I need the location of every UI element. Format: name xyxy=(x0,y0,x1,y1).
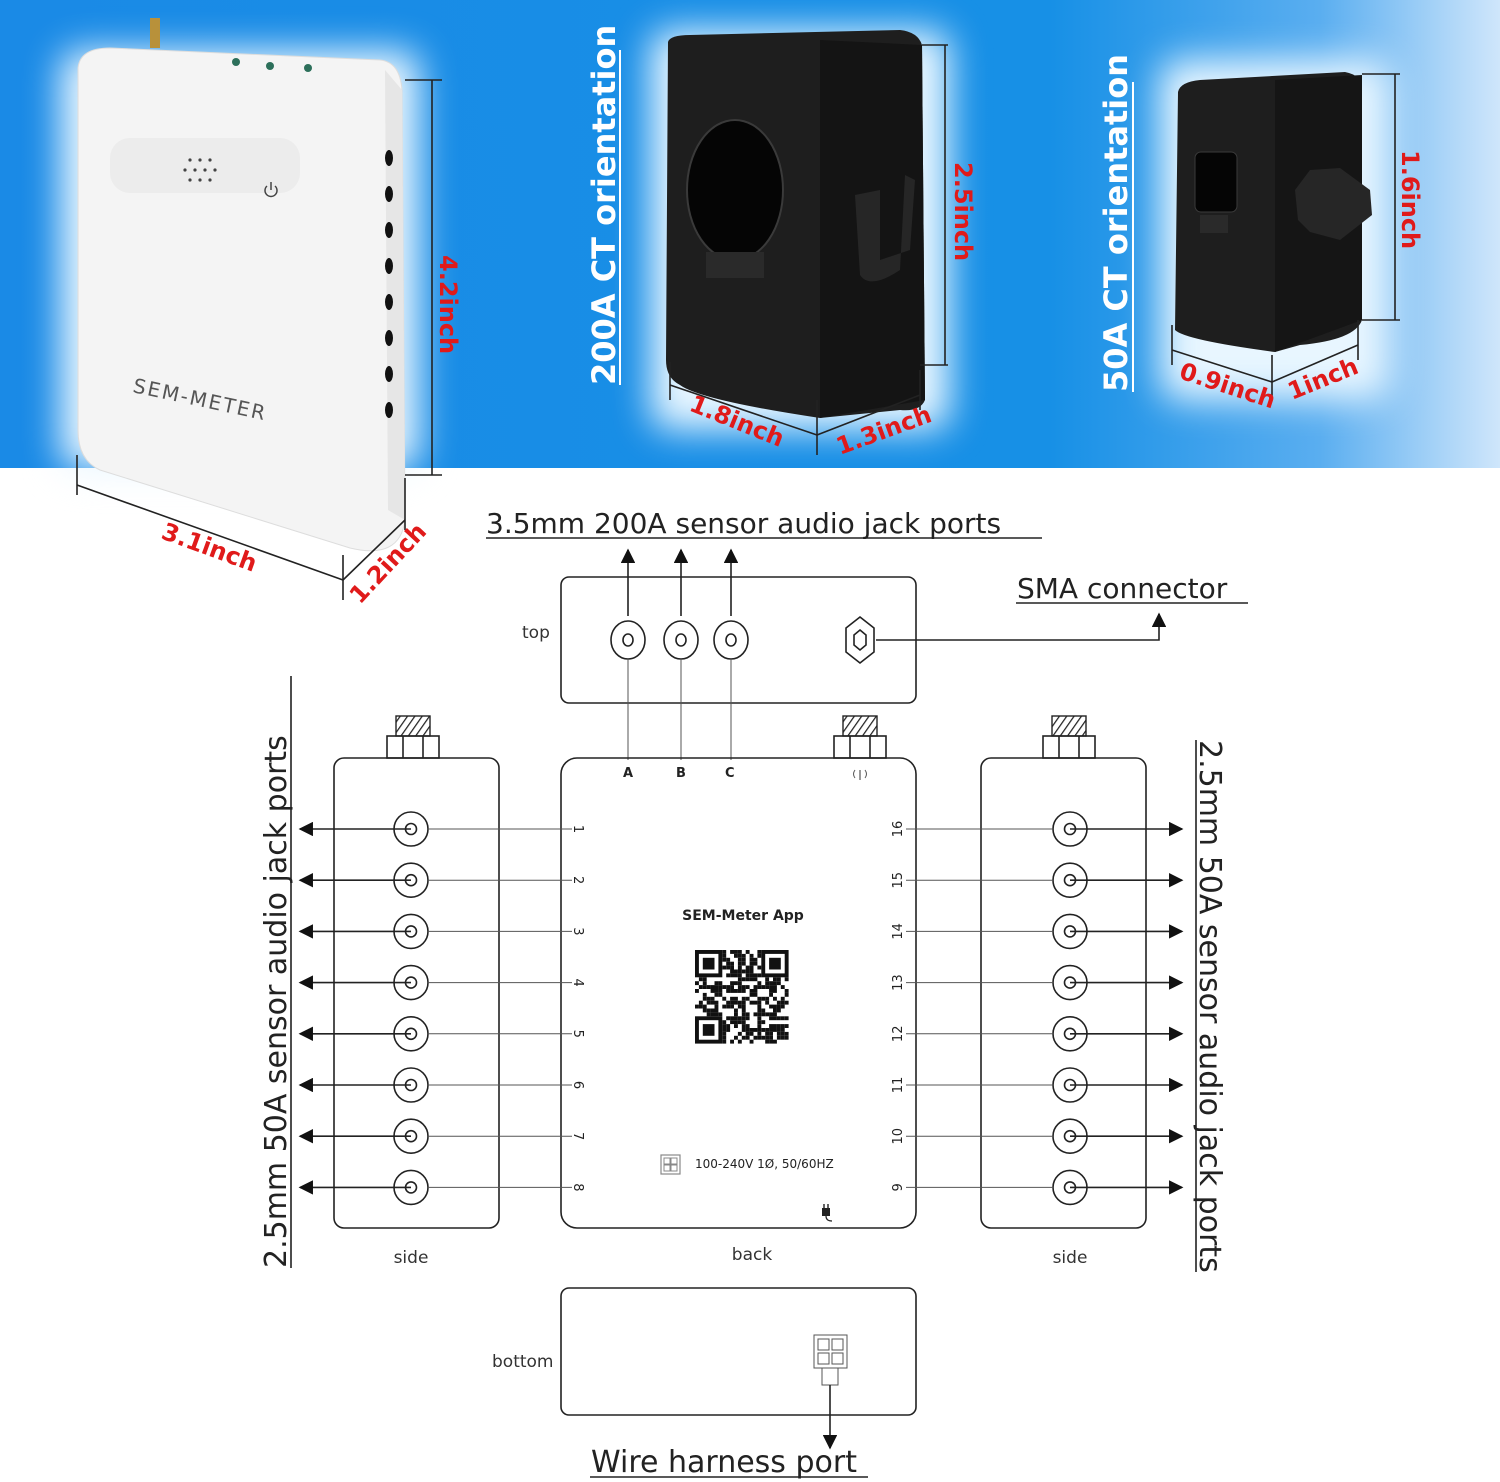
qr-code xyxy=(695,950,789,1044)
right-side-view: side 2.5mm 50A sensor audio jack ports xyxy=(906,715,1227,1273)
jack-label-a: A xyxy=(623,766,633,781)
app-label: SEM-Meter App xyxy=(682,908,804,924)
top-jack-b xyxy=(663,620,699,660)
power-plug-icon xyxy=(822,1204,833,1222)
ct-50a-width-dimension: 0.9inch xyxy=(1176,357,1279,414)
jack-label-c: C xyxy=(725,766,735,781)
ct-50a-height-dimension: 1.6inch xyxy=(1396,150,1424,249)
sma-hex-icon xyxy=(845,615,875,665)
power-spec: 100-240V 1Ø, 50/60HZ xyxy=(695,1157,834,1171)
speaker-grille-icon xyxy=(183,158,217,182)
certification-icon xyxy=(660,1154,681,1175)
ct-200a-title: 200A CT orientation xyxy=(585,25,623,385)
sma-antenna-connector xyxy=(150,18,160,48)
wifi-antenna-icon xyxy=(853,769,867,780)
channel-label: 4 xyxy=(570,978,585,986)
jack-label-b: B xyxy=(676,766,686,781)
device-photo: SEM-METER 4.2inch 3.1inch 1.2inch xyxy=(76,18,462,609)
device-height-dimension: 4.2inch xyxy=(434,255,462,354)
wire-harness-label: Wire harness port xyxy=(591,1445,857,1480)
top-jack-a xyxy=(610,620,646,660)
channel-label: 11 xyxy=(891,1077,906,1094)
channel-label: 16 xyxy=(891,821,906,838)
left-side-view: side 2.5mm 50A sensor audio jack ports xyxy=(259,676,572,1268)
channel-label: 14 xyxy=(891,923,906,940)
channel-label: 15 xyxy=(891,872,906,889)
right-ports-label: 2.5mm 50A sensor audio jack ports xyxy=(1192,740,1227,1273)
sma-connector-label: SMA connector xyxy=(1017,572,1228,605)
channel-label: 8 xyxy=(570,1183,585,1191)
view-label-side-right: side xyxy=(1053,1248,1088,1268)
top-view: 3.5mm 200A sensor audio jack ports SMA c… xyxy=(486,507,1248,760)
channel-label: 7 xyxy=(570,1132,585,1140)
ct-200a-height-dimension: 2.5inch xyxy=(949,162,977,261)
ct-50a-photo: 50A CT orientation 1.6inch 0.9inch 1inch xyxy=(1097,54,1424,414)
side-jack-holes xyxy=(385,150,393,418)
top-ports-label: 3.5mm 200A sensor audio jack ports xyxy=(486,507,1001,540)
view-label-bottom: bottom xyxy=(492,1352,553,1372)
channel-label: 13 xyxy=(891,974,906,991)
bottom-view: bottom Wire harness port xyxy=(492,1287,917,1480)
power-icon xyxy=(264,182,278,198)
view-label-back: back xyxy=(732,1245,773,1265)
channel-label: 3 xyxy=(570,927,585,935)
channel-label: 5 xyxy=(570,1030,585,1038)
channel-label: 6 xyxy=(570,1081,585,1089)
channel-label: 2 xyxy=(570,876,585,884)
view-label-top: top xyxy=(522,623,550,643)
channel-label: 12 xyxy=(891,1026,906,1043)
channel-label: 9 xyxy=(891,1183,906,1191)
channel-label: 1 xyxy=(570,825,585,833)
wire-harness-connector-icon xyxy=(813,1334,848,1386)
top-jack-c xyxy=(713,620,749,660)
ct-200a-photo: 200A CT orientation 2.5inch 1.8inch 1.3i… xyxy=(585,25,977,461)
left-ports-label: 2.5mm 50A sensor audio jack ports xyxy=(259,735,294,1268)
view-label-side-left: side xyxy=(394,1248,429,1268)
back-view: A B C SEM-Meter App 100-240V 1Ø, 50/60HZ… xyxy=(560,715,917,1265)
channel-label: 10 xyxy=(891,1128,906,1145)
device-width-dimension: 3.1inch xyxy=(158,517,261,577)
ct-50a-title: 50A CT orientation xyxy=(1097,54,1135,392)
